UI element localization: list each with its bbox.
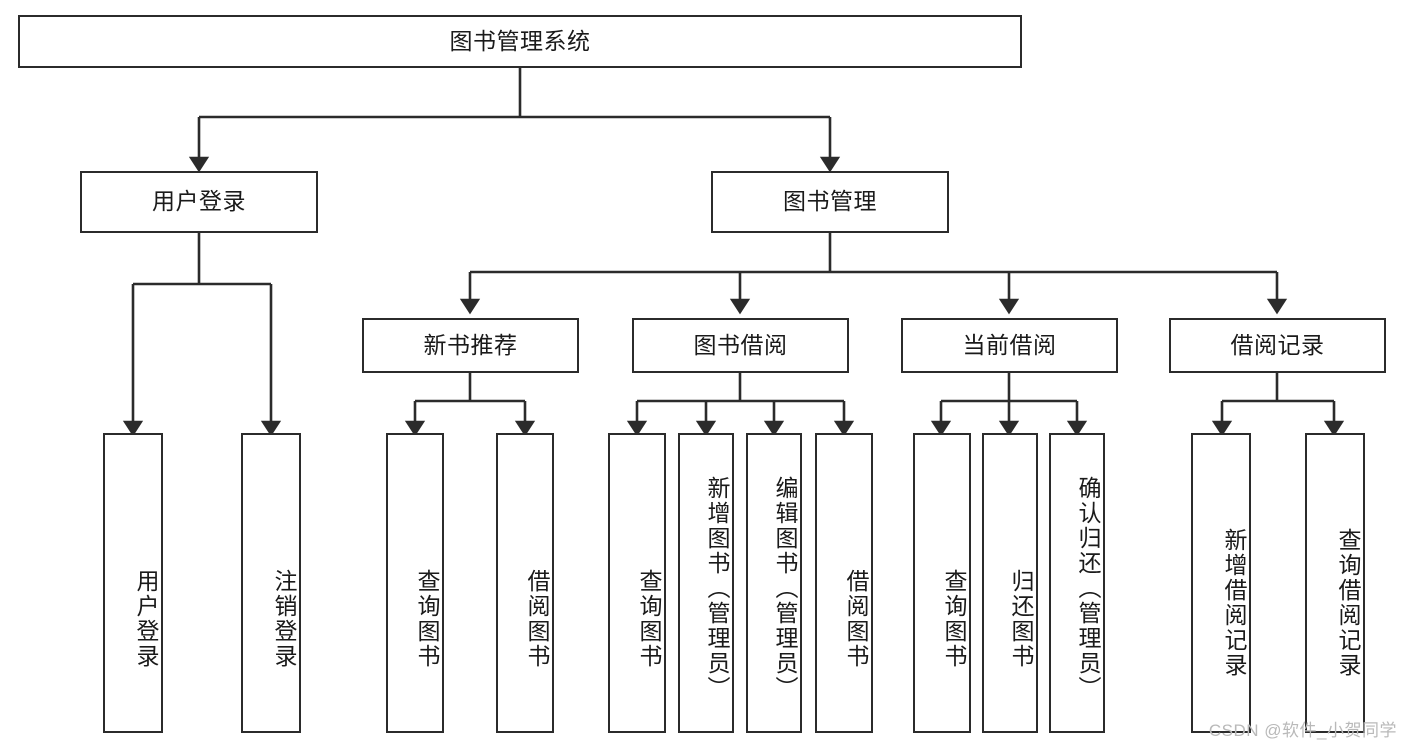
node-label: 新增图书（管理员） [704,475,730,701]
node-label: 用户登录 [152,188,246,215]
node-label: 注销登录 [271,569,297,669]
node-label: 借阅记录 [1230,331,1325,358]
node-label: 归还图书 [1008,569,1034,669]
leaf-borrow-record-add-record[interactable]: 新增借阅记录 [1191,433,1251,733]
leaf-book-borrow-query-books[interactable]: 查询图书 [608,433,666,733]
node-label: 编辑图书（管理员） [772,475,798,701]
leaf-book-borrow-borrow-books[interactable]: 借阅图书 [815,433,873,733]
leaf-current-borrow-return-books[interactable]: 归还图书 [982,433,1038,733]
node-label: 新增借阅记录 [1221,528,1247,678]
node-current-borrowing[interactable]: 当前借阅 [901,318,1118,373]
node-label: 图书管理系统 [449,27,591,54]
node-label: 用户登录 [133,569,159,669]
node-label: 当前借阅 [962,331,1057,358]
leaf-new-book-query-books[interactable]: 查询图书 [386,433,444,733]
leaf-user-login-login[interactable]: 用户登录 [103,433,163,733]
node-label: 确认归还（管理员） [1075,475,1101,701]
node-label: 图书管理 [783,188,877,215]
node-user-login[interactable]: 用户登录 [80,171,318,233]
node-label: 查询图书 [636,569,662,669]
leaf-current-borrow-confirm-return-admin[interactable]: 确认归还（管理员） [1049,433,1105,733]
leaf-new-book-borrow-books[interactable]: 借阅图书 [496,433,554,733]
leaf-user-login-logout[interactable]: 注销登录 [241,433,301,733]
node-root-book-management-system[interactable]: 图书管理系统 [18,15,1022,68]
leaf-borrow-record-query-record[interactable]: 查询借阅记录 [1305,433,1365,733]
leaf-current-borrow-query-books[interactable]: 查询图书 [913,433,971,733]
node-label: 查询图书 [414,569,440,669]
node-label: 借阅图书 [843,569,869,669]
node-book-borrowing[interactable]: 图书借阅 [632,318,849,373]
node-label: 新书推荐 [423,331,518,358]
leaf-book-borrow-add-book-admin[interactable]: 新增图书（管理员） [678,433,734,733]
leaf-book-borrow-edit-book-admin[interactable]: 编辑图书（管理员） [746,433,802,733]
node-label: 查询借阅记录 [1335,528,1361,678]
node-new-book-recommendation[interactable]: 新书推荐 [362,318,579,373]
node-label: 借阅图书 [524,569,550,669]
node-book-management[interactable]: 图书管理 [711,171,949,233]
node-label: 图书借阅 [693,331,788,358]
node-borrowing-records[interactable]: 借阅记录 [1169,318,1386,373]
node-label: 查询图书 [941,569,967,669]
